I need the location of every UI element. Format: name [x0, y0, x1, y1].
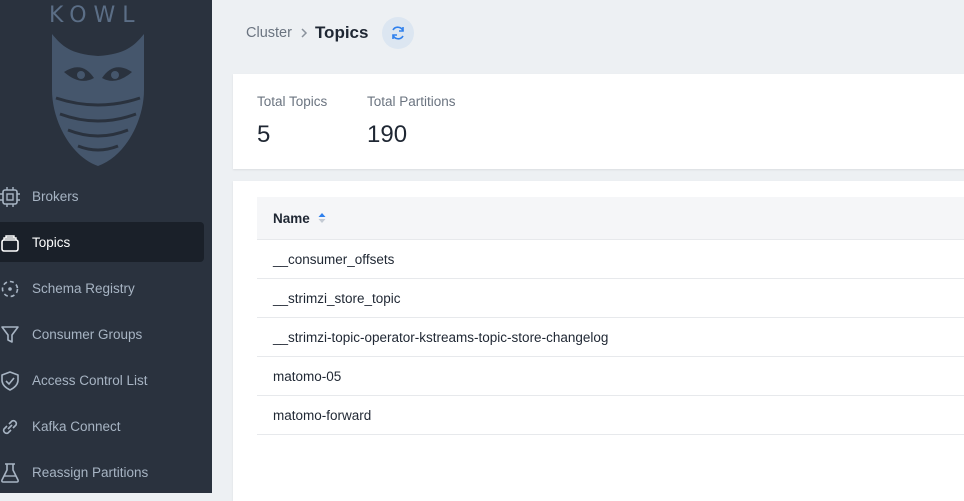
sidebar-nav: Brokers Topics Schema Registry Consumer … [0, 176, 212, 493]
sidebar-item-label: Brokers [32, 189, 79, 204]
table-row[interactable]: __consumer_offsets [257, 240, 964, 279]
page-title: Topics [314, 23, 369, 42]
table-row[interactable]: matomo-05 [257, 357, 964, 396]
table-row[interactable]: __strimzi-topic-operator-kstreams-topic-… [257, 318, 964, 357]
brand-logo-text: KOWL [49, 3, 142, 28]
stat-total-topics: Total Topics 5 [257, 94, 327, 149]
topics-table-card: Name __consumer_offsets __strimzi_store_… [233, 181, 964, 501]
topics-stats-card: Total Topics 5 Total Partitions 190 [233, 74, 964, 169]
stack-icon [0, 233, 22, 253]
sort-ascending-icon[interactable] [318, 212, 326, 224]
sidebar-item-label: Topics [32, 235, 71, 250]
stat-value: 5 [257, 121, 271, 148]
schema-icon [0, 279, 22, 299]
sidebar-item-label: Reassign Partitions [32, 465, 149, 480]
table-row[interactable]: matomo-forward [257, 396, 964, 435]
sidebar-item-label: Consumer Groups [32, 327, 143, 342]
sidebar-item-label: Access Control List [32, 373, 148, 388]
stat-label: Total Partitions [367, 94, 456, 109]
chevron-right-icon [300, 28, 308, 38]
sidebar-item-access-control-list[interactable]: Access Control List [0, 360, 204, 400]
refresh-button[interactable] [382, 17, 415, 49]
sidebar-item-label: Kafka Connect [32, 419, 121, 434]
stat-value: 190 [367, 121, 408, 148]
link-icon [0, 417, 22, 437]
shield-check-icon [0, 371, 22, 391]
table-row[interactable]: __strimzi_store_topic [257, 279, 964, 318]
sidebar-item-reassign-partitions[interactable]: Reassign Partitions [0, 452, 204, 492]
sidebar-item-kafka-connect[interactable]: Kafka Connect [0, 406, 204, 446]
owl-logo-icon [52, 34, 144, 166]
sidebar: KOWL Brokers Topics Schema Regist [0, 0, 212, 493]
chip-icon [0, 187, 22, 207]
topics-table: Name __consumer_offsets __strimzi_store_… [257, 197, 964, 435]
column-header-name[interactable]: Name [273, 210, 310, 226]
sidebar-item-label: Schema Registry [32, 281, 135, 296]
sidebar-item-schema-registry[interactable]: Schema Registry [0, 268, 204, 308]
sidebar-item-consumer-groups[interactable]: Consumer Groups [0, 314, 204, 354]
stat-total-partitions: Total Partitions 190 [367, 94, 456, 149]
refresh-icon [392, 26, 405, 40]
filter-icon [0, 325, 22, 345]
beaker-icon [0, 463, 22, 483]
sidebar-item-brokers[interactable]: Brokers [0, 176, 204, 216]
sidebar-item-topics[interactable]: Topics [0, 222, 204, 262]
page-header: Cluster Topics [246, 17, 415, 49]
breadcrumb-cluster-link[interactable]: Cluster [246, 25, 292, 41]
stat-label: Total Topics [257, 94, 328, 109]
table-header: Name [257, 197, 964, 240]
